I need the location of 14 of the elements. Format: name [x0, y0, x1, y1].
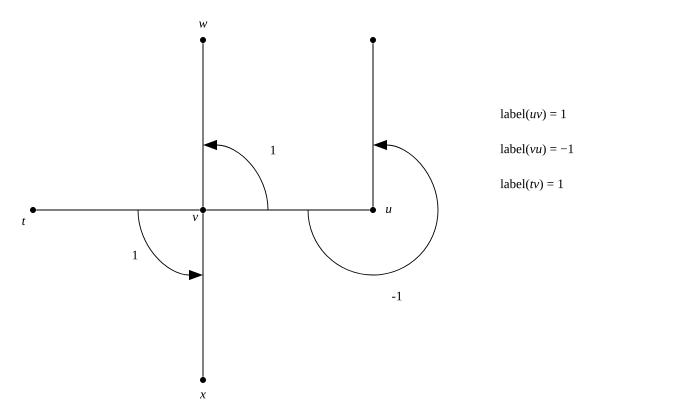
angle-label: 1	[132, 250, 138, 260]
line-segment	[202, 212, 204, 378]
node-label: t	[22, 218, 26, 226]
node-label: v	[192, 214, 198, 221]
line-segment	[372, 42, 374, 208]
label-equation: label(tv) = 1	[500, 179, 564, 191]
node-label: x	[200, 392, 206, 398]
label-equation: label(uv) = 1	[500, 109, 566, 121]
node-label: u	[386, 206, 392, 214]
angle-label: 1	[270, 146, 276, 154]
angle-label: -1	[392, 292, 402, 300]
node-label: w	[198, 22, 208, 28]
label-equation: label(vu) = −1	[500, 144, 574, 156]
line-segment	[202, 42, 204, 208]
